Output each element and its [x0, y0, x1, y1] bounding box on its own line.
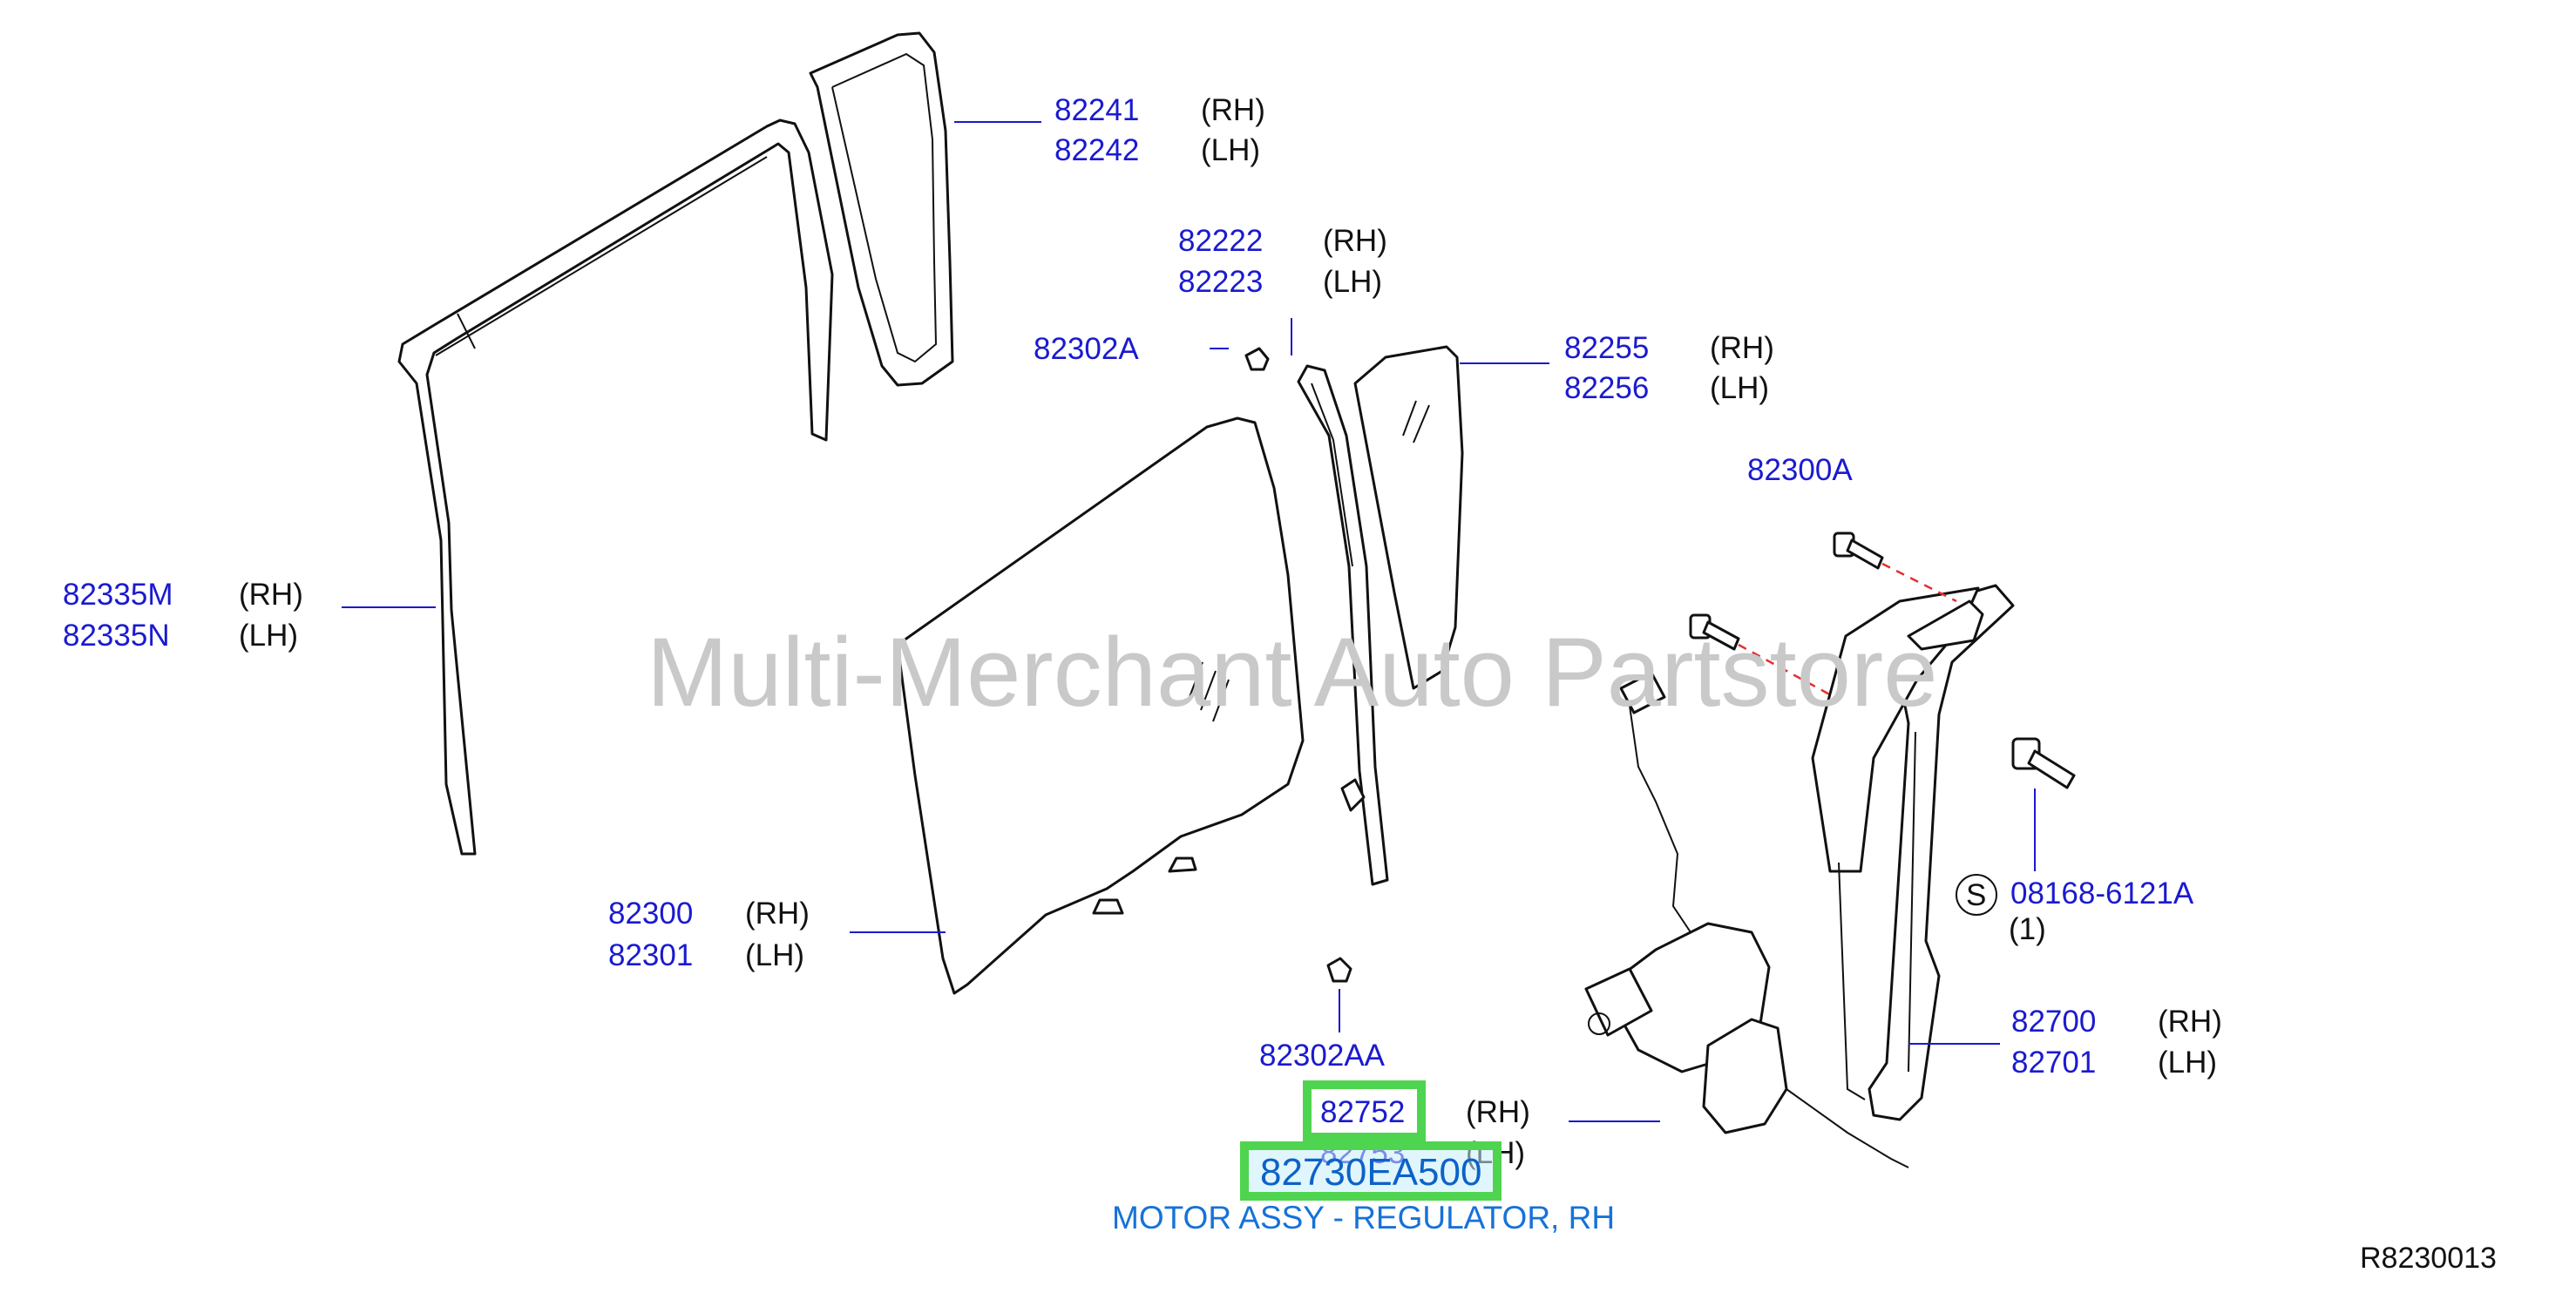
- corner-weatherstrip-drawing: [809, 31, 954, 387]
- screw-alignment-line: [1738, 643, 1835, 699]
- part-number-82752[interactable]: 82752: [1320, 1095, 1405, 1129]
- part-number-82223[interactable]: 82223: [1178, 265, 1263, 299]
- diagram-reference: R8230013: [2360, 1242, 2497, 1275]
- side-label-lh: (LH): [2158, 1046, 2217, 1080]
- selected-part-description: MOTOR ASSY - REGULATOR, RH: [1112, 1200, 1615, 1235]
- door-glass-drawing: [896, 416, 1305, 995]
- standard-part-symbol-letter: S: [1966, 878, 1986, 912]
- part-number-82302a[interactable]: 82302A: [1034, 332, 1139, 366]
- selected-part-highlight-box: [1240, 1141, 1502, 1201]
- standard-part-symbol: [1956, 874, 1997, 916]
- callout-highlight-box: [1303, 1080, 1426, 1141]
- sash-weatherstrip-drawing: [397, 118, 834, 856]
- part-number-82300a[interactable]: 82300A: [1747, 453, 1853, 487]
- side-label-rh: (RH): [745, 897, 810, 931]
- side-label-rh: (RH): [2158, 1005, 2222, 1039]
- part-number-82700[interactable]: 82700: [2011, 1005, 2096, 1039]
- part-number-82242[interactable]: 82242: [1054, 133, 1139, 167]
- clip-82302aa-drawing: [1326, 957, 1352, 983]
- side-label-lh: (LH): [239, 619, 298, 653]
- side-label-rh: (RH): [1710, 331, 1774, 365]
- part-number-82241[interactable]: 82241: [1054, 93, 1139, 127]
- fixed-glass-drawing: [1353, 345, 1464, 690]
- quantity-label: (1): [2009, 912, 2046, 946]
- regulator-drawing: [1811, 584, 2015, 1121]
- part-number-82255[interactable]: 82255: [1564, 331, 1649, 365]
- selected-part-number[interactable]: 82730EA500: [1260, 1151, 1481, 1194]
- glass-run-channel-drawing: [1297, 364, 1389, 886]
- part-number-82300[interactable]: 82300: [608, 897, 693, 931]
- part-number-82222[interactable]: 82222: [1178, 224, 1263, 258]
- part-number-82302aa[interactable]: 82302AA: [1259, 1039, 1386, 1073]
- side-label-rh: (RH): [1201, 93, 1265, 127]
- side-label-rh: (RH): [1323, 224, 1387, 258]
- side-label-lh: (LH): [745, 938, 804, 972]
- bolt-08168-drawing: [2011, 737, 2076, 789]
- side-label-rh: (RH): [1466, 1095, 1530, 1129]
- part-number-82701[interactable]: 82701: [2011, 1046, 2096, 1080]
- motor-drawing: [1584, 671, 1909, 1168]
- bolt-82300a-drawing: [1833, 531, 1884, 570]
- part-number-82335n[interactable]: 82335N: [63, 619, 170, 653]
- bolt-upper-drawing: [1689, 613, 1740, 651]
- part-number-82256[interactable]: 82256: [1564, 371, 1649, 405]
- watermark: Multi-Merchant Auto Partstore: [647, 618, 1937, 727]
- side-label-rh: (RH): [239, 578, 303, 612]
- part-number-82335m[interactable]: 82335M: [63, 578, 173, 612]
- part-number-08168-6121a[interactable]: 08168-6121A: [2010, 877, 2194, 911]
- side-label-lh: (LH): [1710, 371, 1769, 405]
- clip-82302a-drawing: [1244, 347, 1270, 371]
- screw-alignment-line: [1881, 562, 1957, 603]
- side-label-lh: (LH): [1323, 265, 1382, 299]
- part-number-82301[interactable]: 82301: [608, 938, 693, 972]
- side-label-lh: (LH): [1201, 133, 1260, 167]
